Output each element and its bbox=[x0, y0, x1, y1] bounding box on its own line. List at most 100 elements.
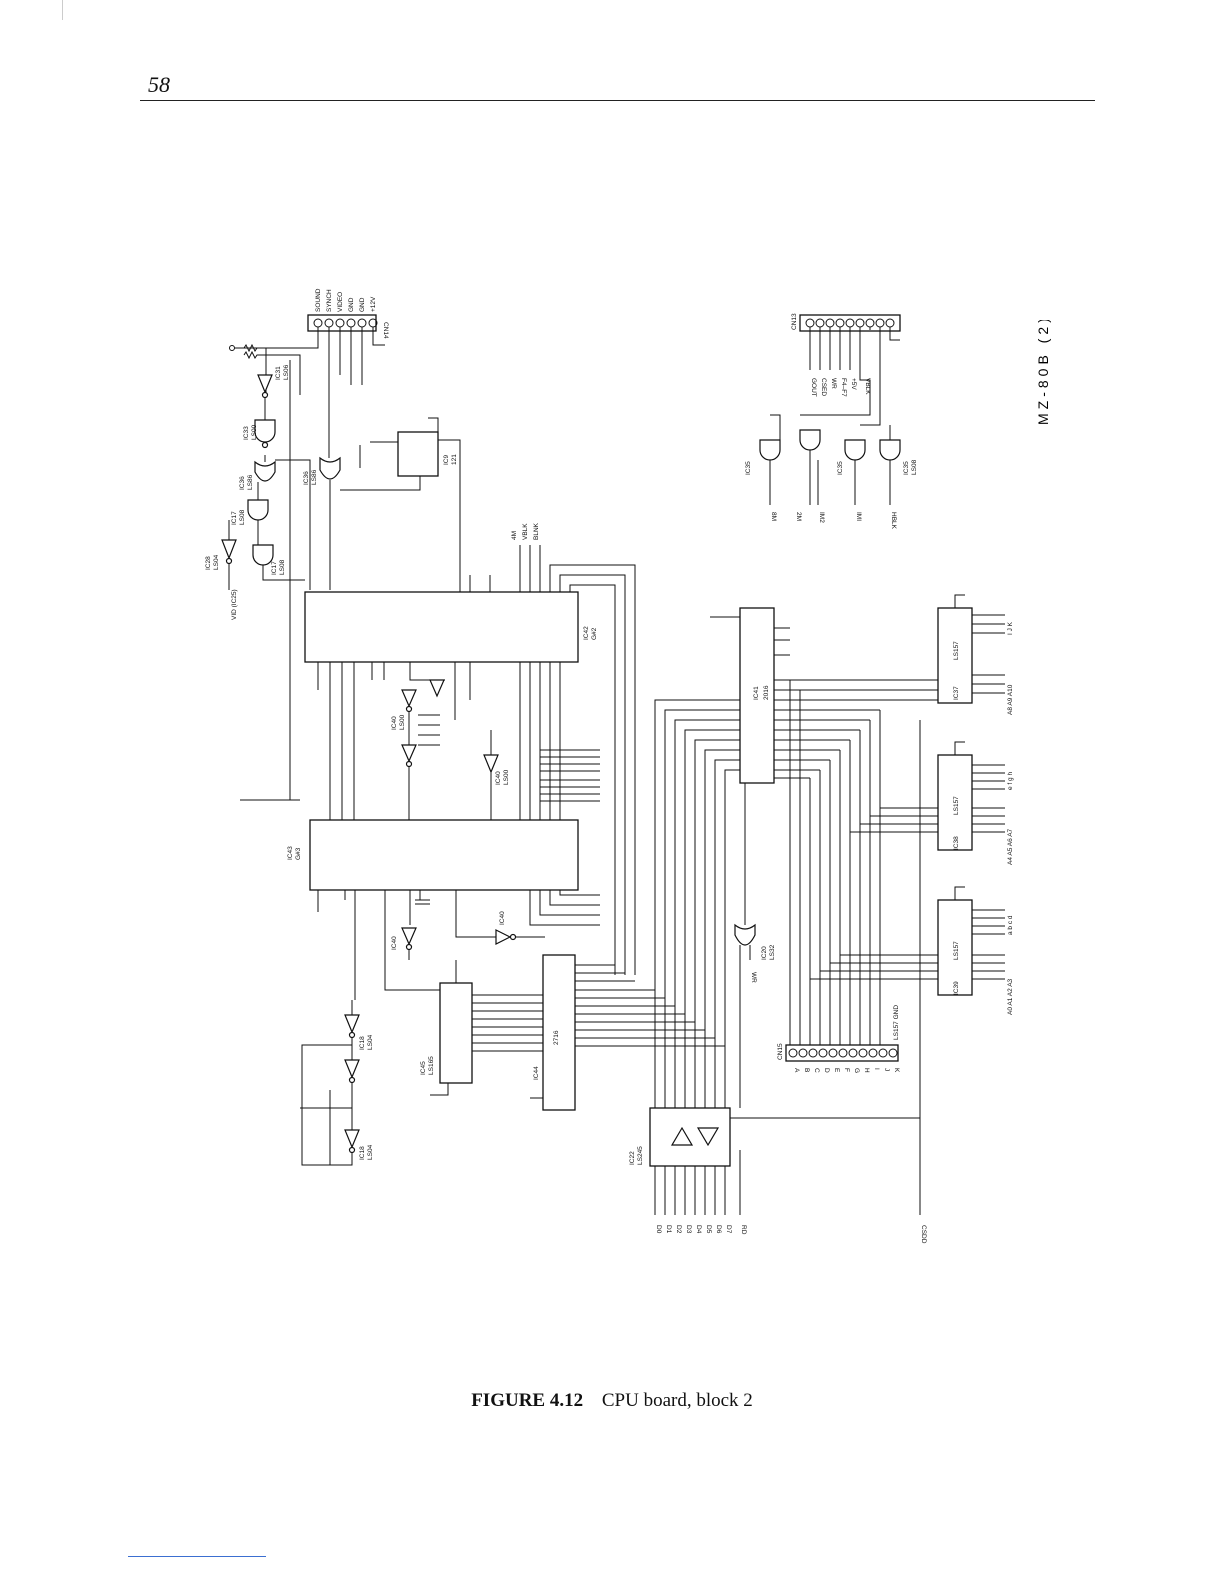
cn15-pin-b: B bbox=[803, 1068, 810, 1072]
cn14-ref-label: CN14 bbox=[382, 322, 389, 339]
ic45-ref-label: IC45 bbox=[420, 1061, 427, 1075]
ic45-chip: IC45 LS165 bbox=[420, 960, 545, 1096]
cn13-pin-f4f7: F4–F7 bbox=[840, 378, 847, 397]
ic43-ref-label: IC43 bbox=[287, 846, 294, 860]
gate-ic31-label: IC31 bbox=[275, 366, 282, 380]
cn15-pin-g: G bbox=[853, 1068, 860, 1073]
ic39-ref-label: IC39 bbox=[953, 981, 960, 995]
gate-ic31-type: LS06 bbox=[283, 364, 290, 380]
cn15-pin-j: J bbox=[883, 1068, 890, 1071]
cn13-ref-label: CN13 bbox=[791, 313, 798, 330]
bus-d6: D6 bbox=[715, 1225, 722, 1234]
model-tag: MZ-80B (2) bbox=[1035, 320, 1051, 425]
footer-rule bbox=[128, 1556, 266, 1557]
ic41-chip: IC41 2016 bbox=[710, 607, 940, 1045]
gate-ic36-type: LS86 bbox=[247, 474, 254, 490]
connector-cn13: CN13 GOUT CSED WR F4–F7 +5V VBLK bbox=[791, 313, 901, 426]
ic22-ref-label: IC22 bbox=[629, 1151, 636, 1165]
gate-ic18b-label: IC18 bbox=[359, 1146, 366, 1160]
ic44-ref-label: IC44 bbox=[533, 1066, 540, 1080]
cn13-pin-gout: GOUT bbox=[810, 378, 817, 397]
signal-im2: IM2 bbox=[818, 512, 825, 523]
ic39-input-a: A0 A1 A2 A3 bbox=[1007, 978, 1014, 1015]
bus-rd: RD bbox=[740, 1225, 747, 1235]
gate-ic17a-type: LS08 bbox=[239, 509, 246, 525]
gate-ic40a-label: IC40 bbox=[391, 716, 398, 730]
ic37-chip: IC37 LS157 A8 A9 A10 I J K bbox=[937, 594, 1014, 715]
signal-hblk: HBLK bbox=[890, 512, 897, 530]
gate-ic36b-type: LS86 bbox=[311, 469, 318, 485]
bus-d3: D3 bbox=[685, 1225, 692, 1234]
ic42-out-vblk: VBLK bbox=[522, 523, 529, 540]
ic22-chip: IC22 LS245 bbox=[629, 699, 920, 1215]
cn15-note: LS157 GND bbox=[893, 1005, 900, 1040]
ic37-input-a: A8 A9 A10 bbox=[1007, 684, 1014, 715]
cn14-pin-gnd2: GND bbox=[359, 297, 366, 312]
ic37-ref-label: IC37 bbox=[953, 686, 960, 700]
cn13-pin-wr: WR bbox=[830, 378, 837, 389]
cn15-pin-h: H bbox=[863, 1068, 870, 1073]
figure-caption: FIGURE 4.12 CPU board, block 2 bbox=[0, 1390, 1224, 1412]
gate-ic18a-type: LS04 bbox=[367, 1034, 374, 1050]
gate-ic35c-label: IC35 bbox=[903, 461, 910, 475]
gate-ic35b-label: IC35 bbox=[837, 461, 844, 475]
cn15-pin-d: D bbox=[823, 1068, 830, 1073]
ic43-chip: IC43 G#3 bbox=[287, 819, 600, 1000]
ic39-chip: IC39 LS157 A0 A1 A2 A3 a b c d bbox=[810, 886, 1014, 1015]
vid-input-label: VID (IC25) bbox=[231, 589, 238, 620]
gate-ic17b-label: IC17 bbox=[271, 561, 278, 575]
ic38-name-label: LS157 bbox=[953, 796, 960, 815]
ic41-ref-label: IC41 bbox=[753, 686, 760, 700]
connector-cn14: CN14 SOUND SYNCH VIDEO GND GND +12V bbox=[240, 288, 389, 385]
mid-logic: IC40 LS00 IC40 LS00 bbox=[240, 360, 600, 820]
bus-d0: D0 bbox=[655, 1225, 662, 1234]
ic42-out-4m: 4M bbox=[511, 531, 518, 540]
ic39-input-b: a b c d bbox=[1007, 915, 1014, 935]
gate-ic40c-label: IC40 bbox=[391, 936, 398, 950]
gate-ic28-label: IC28 bbox=[205, 556, 212, 570]
connector-cn15: CN15 A B C D E F G H I J K LS157 GND bbox=[777, 1005, 900, 1073]
bus-d7: D7 bbox=[725, 1225, 732, 1234]
synch-section: IC36 LS86 IC9 121 bbox=[303, 375, 461, 595]
ic38-input-b: e f g h bbox=[1007, 772, 1014, 790]
ic38-chip: IC38 LS157 A4 A5 A6 A7 e f g h bbox=[850, 741, 1014, 865]
ic42-name-label: G#2 bbox=[591, 627, 598, 640]
wr-label: WR bbox=[750, 972, 757, 983]
cn15-pin-c: C bbox=[813, 1068, 820, 1073]
ic42-out-blnk: BLNK bbox=[533, 522, 540, 540]
bus-d4: D4 bbox=[695, 1225, 702, 1234]
gate-ic35c-type: LS08 bbox=[911, 459, 918, 475]
data-bus-labels: D0 D1 D2 D3 D4 D5 D6 D7 RD CSDD bbox=[655, 720, 927, 1244]
bus-d1: D1 bbox=[665, 1225, 672, 1234]
bus-d5: D5 bbox=[705, 1225, 712, 1234]
ic20-gate: IC20 LS32 WR bbox=[734, 783, 776, 1108]
gate-ic33-label: IC33 bbox=[243, 426, 250, 440]
ic39-name-label: LS157 bbox=[953, 941, 960, 960]
margin-mark bbox=[62, 0, 63, 20]
gate-ic40a-type: LS00 bbox=[399, 714, 406, 730]
right-gates: IC35 IC35 IC35 LS08 8M 2M IM2 IMI HBLK bbox=[745, 414, 918, 530]
cn14-pin-synch: SYNCH bbox=[326, 289, 333, 312]
ic37-name-label: LS157 bbox=[953, 641, 960, 660]
signal-8m: 8M bbox=[770, 512, 777, 521]
ic45-name-label: LS165 bbox=[428, 1056, 435, 1075]
ic44-chip: IC44 2716 bbox=[530, 954, 725, 1111]
ic41-name-label: 2016 bbox=[763, 685, 770, 700]
header-rule bbox=[140, 100, 1095, 101]
ic38-input-a: A4 A5 A6 A7 bbox=[1007, 828, 1014, 865]
ic38-ref-label: IC38 bbox=[953, 836, 960, 850]
cn14-pin-sound: SOUND bbox=[315, 288, 322, 312]
cn15-pin-k: K bbox=[893, 1068, 900, 1073]
ic9-ref-label: IC9 bbox=[443, 455, 450, 466]
ic37-input-b: I J K bbox=[1007, 621, 1014, 635]
figure-caption-label: FIGURE 4.12 bbox=[471, 1390, 584, 1411]
lower-gates: IC40 IC40 IC18 LS04 IC18 LS04 bbox=[300, 900, 545, 1166]
gate-ic40b-type: LS00 bbox=[503, 769, 510, 785]
gate-ic28-type: LS04 bbox=[213, 554, 220, 570]
resistor-network-top bbox=[229, 343, 301, 395]
gate-ic33-type: LS00 bbox=[251, 424, 258, 440]
model-tag-text: MZ-80B (2) bbox=[1035, 320, 1051, 425]
bus-csdd: CSDD bbox=[920, 1225, 927, 1244]
gate-ic35a-label: IC35 bbox=[745, 461, 752, 475]
cn15-pin-i: I bbox=[873, 1068, 880, 1070]
